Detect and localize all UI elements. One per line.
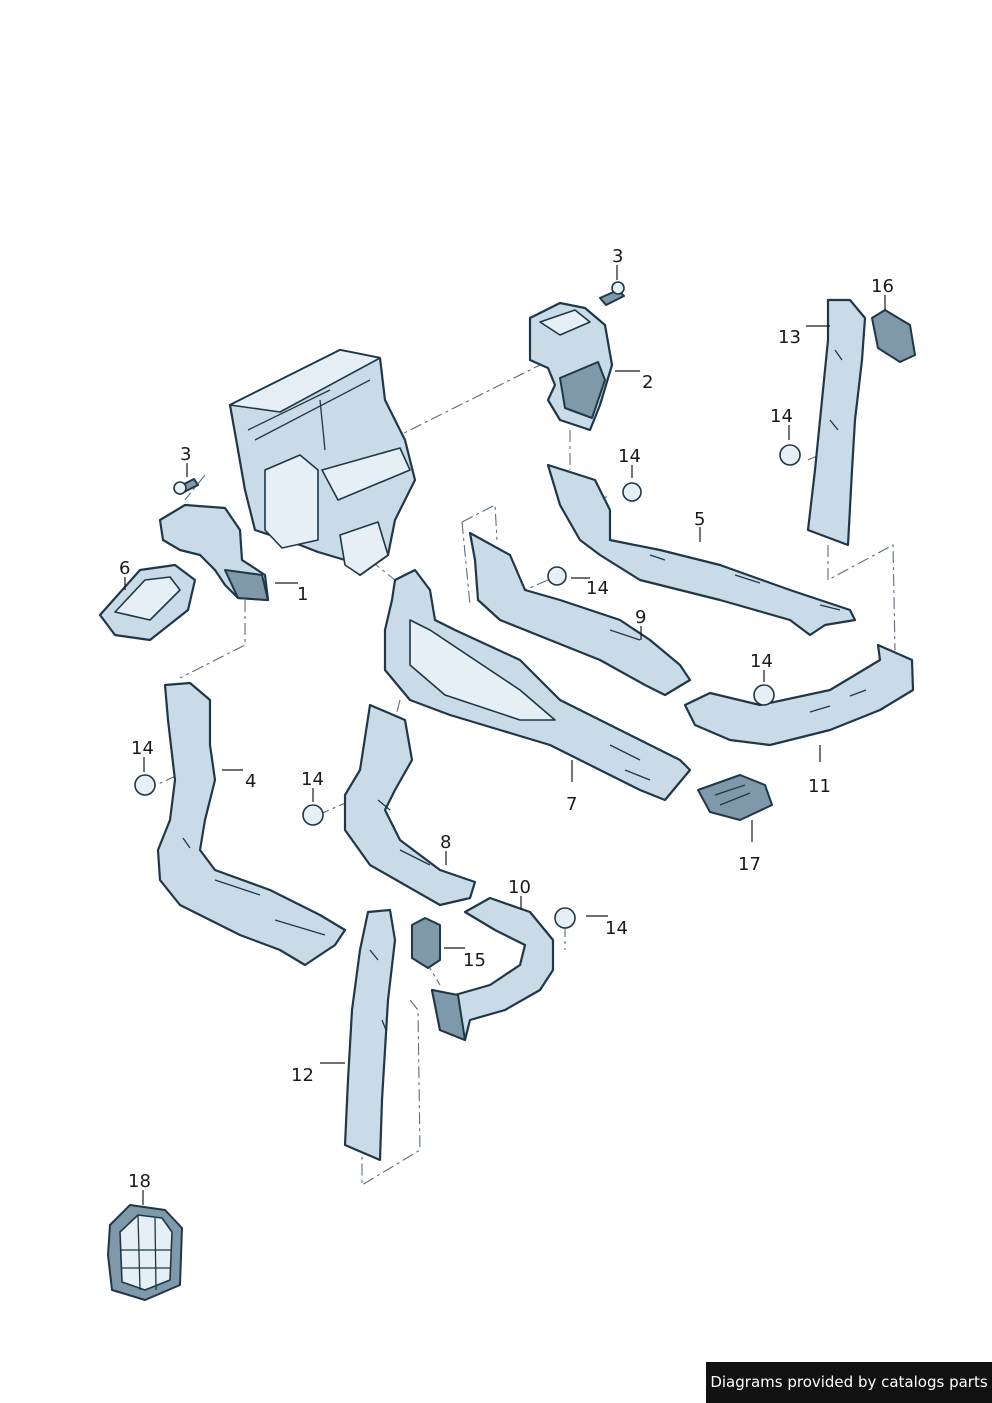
label-14-b: 14 — [586, 578, 609, 599]
vent-17 — [697, 774, 773, 821]
screw-lower — [173, 478, 199, 495]
clip-14-d — [753, 684, 775, 706]
label-14-f: 14 — [301, 769, 324, 790]
label-12: 12 — [291, 1065, 314, 1086]
rear-duct-11 — [683, 643, 915, 747]
air-duct-2 — [528, 301, 614, 432]
center-duct-7 — [383, 568, 692, 802]
callout-labels: 3 2 3 1 4 5 6 7 8 9 10 11 12 13 14 14 14… — [119, 246, 894, 1192]
label-3-upper: 3 — [612, 246, 623, 267]
clip-16 — [871, 309, 916, 363]
label-14-g: 14 — [605, 918, 628, 939]
label-6: 6 — [119, 558, 130, 579]
label-1: 1 — [297, 584, 308, 605]
credit-banner: Diagrams provided by catalogs parts — [706, 1362, 992, 1403]
label-17: 17 — [738, 854, 761, 875]
label-14-c: 14 — [770, 406, 793, 427]
label-8: 8 — [440, 832, 451, 853]
vent-outlet-6 — [98, 563, 197, 642]
label-4: 4 — [245, 771, 256, 792]
leader-lines — [124, 265, 886, 1205]
label-2: 2 — [642, 372, 653, 393]
label-13: 13 — [778, 327, 801, 348]
clip-14-e — [134, 774, 156, 796]
clip-14-a — [622, 482, 642, 502]
label-3-lower: 3 — [180, 444, 191, 465]
floor-duct-8 — [343, 703, 477, 907]
label-14-e: 14 — [131, 738, 154, 759]
label-11: 11 — [808, 776, 831, 797]
label-16: 16 — [871, 276, 894, 297]
label-14-d: 14 — [750, 651, 773, 672]
clip-14-f — [302, 804, 324, 826]
heater-housing — [228, 348, 417, 577]
screw-upper — [599, 281, 625, 306]
label-18: 18 — [128, 1171, 151, 1192]
label-5: 5 — [694, 509, 705, 530]
clip-14-g — [554, 907, 576, 929]
bent-duct-10 — [430, 896, 555, 1042]
grille-18 — [107, 1204, 183, 1301]
floor-duct-4 — [156, 681, 347, 967]
clip-14-c — [779, 444, 801, 466]
label-9: 9 — [635, 607, 646, 628]
label-15: 15 — [463, 950, 486, 971]
vertical-duct-12 — [343, 908, 397, 1162]
rear-duct-5 — [546, 463, 857, 637]
clip-14-group — [134, 444, 801, 929]
clip-14-b — [547, 566, 567, 586]
label-7: 7 — [566, 794, 577, 815]
label-14-a: 14 — [618, 446, 641, 467]
clip-15 — [411, 917, 441, 969]
side-duct-left — [158, 503, 270, 602]
duct-9 — [468, 531, 692, 697]
label-10: 10 — [508, 877, 531, 898]
vertical-duct-13 — [806, 298, 867, 547]
